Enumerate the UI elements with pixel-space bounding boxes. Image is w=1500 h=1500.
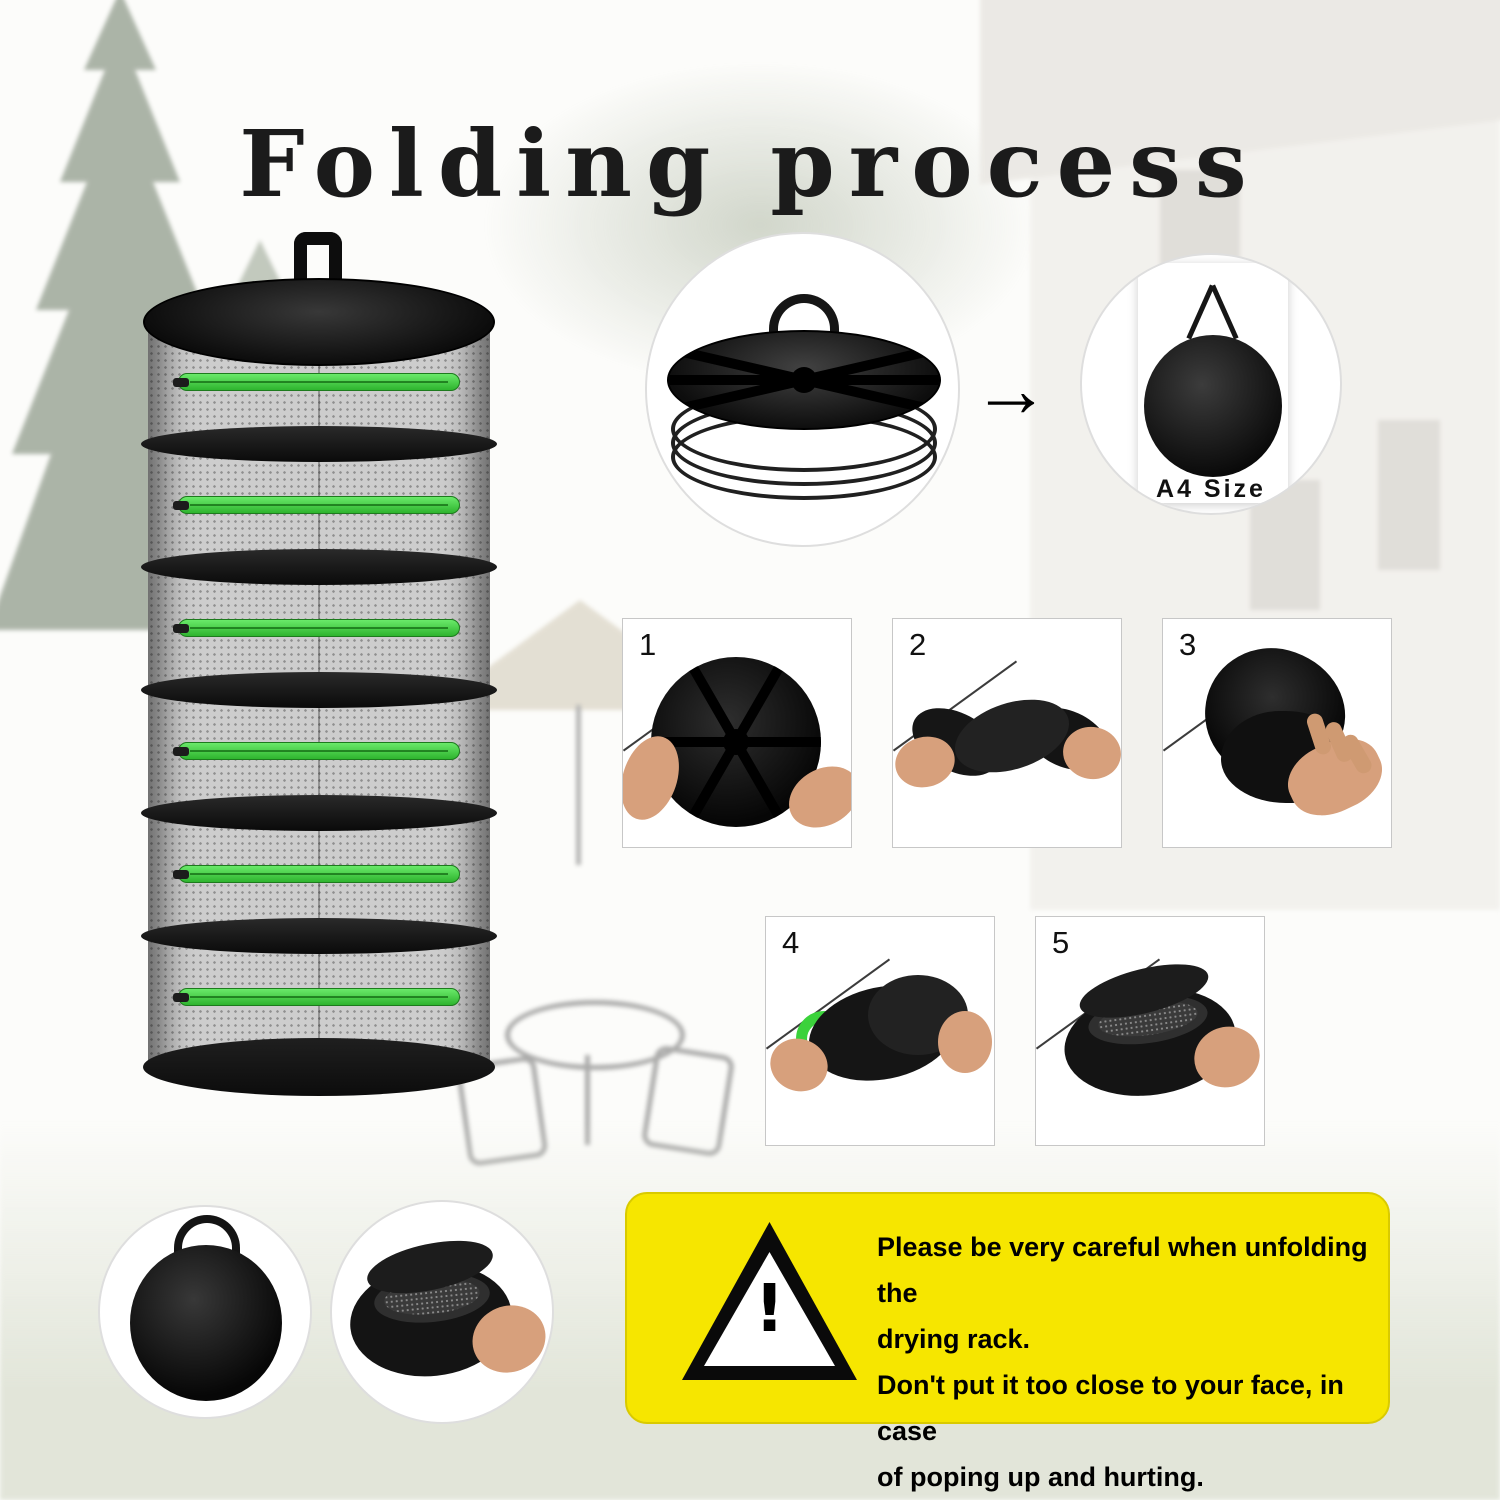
green-zipper — [173, 865, 460, 883]
arrow-right-icon: → — [972, 345, 1050, 433]
folding-step-2: 2 — [892, 618, 1122, 848]
green-zipper — [173, 742, 460, 760]
step-number: 4 — [782, 925, 800, 960]
green-zipper — [173, 619, 460, 637]
house-window-graphic — [1378, 420, 1440, 570]
zipper-teeth — [190, 504, 448, 506]
patio-table-leg-graphic — [585, 1055, 590, 1145]
folding-step-3: 3 — [1162, 618, 1392, 848]
zipper-pull — [173, 993, 189, 1002]
umbrella-pole-graphic — [576, 705, 581, 865]
folding-step-5: 5 — [1035, 916, 1265, 1146]
packing-bag-panel — [330, 1200, 556, 1424]
rack-rim-band — [141, 426, 497, 462]
rack-bottom-rim — [143, 1038, 495, 1096]
step-number: 5 — [1052, 925, 1070, 960]
storage-bag-graphic — [1144, 335, 1282, 477]
zipper-pull — [173, 501, 189, 510]
zipper-pull — [173, 378, 189, 387]
exclamation-mark: ! — [754, 1270, 785, 1347]
page-title: Folding process — [239, 109, 1261, 218]
step-number: 3 — [1179, 627, 1197, 662]
warning-line: Please be very careful when unfolding th… — [877, 1232, 1368, 1308]
zipper-pull — [173, 747, 189, 756]
green-zipper — [173, 988, 460, 1006]
disc-hub — [791, 367, 817, 393]
storage-bag-graphic — [130, 1245, 282, 1401]
step-number: 2 — [909, 627, 927, 662]
a4-size-label: A4 Size — [1156, 475, 1266, 503]
zipper-pull — [173, 624, 189, 633]
warning-line: Don't put it too close to your face, in … — [877, 1370, 1344, 1446]
disc-hub — [723, 729, 749, 755]
rack-rim-band — [141, 918, 497, 954]
bag-strap-graphic — [174, 1215, 240, 1255]
hand-graphic — [938, 1011, 992, 1073]
rack-rim-band — [141, 549, 497, 585]
a4-size-panel: A4 Size — [1080, 253, 1342, 515]
packed-bag-panel — [98, 1205, 312, 1419]
folded-flat-panel — [645, 232, 960, 547]
warning-panel: ! Please be very careful when unfolding … — [625, 1192, 1390, 1492]
hanging-strap-graphic — [294, 232, 342, 292]
warning-line: of poping up and hurting. — [877, 1462, 1204, 1492]
zipper-teeth — [190, 996, 448, 998]
drying-rack-graphic — [141, 232, 497, 1132]
rack-top-cover — [143, 278, 495, 366]
rack-rim-band — [141, 795, 497, 831]
green-zipper — [173, 496, 460, 514]
zipper-teeth — [190, 381, 448, 383]
carry-handle-graphic — [769, 294, 839, 338]
green-zipper — [173, 373, 460, 391]
folding-step-4: 4 — [765, 916, 995, 1146]
folding-step-1: 1 — [622, 618, 852, 848]
rack-rim-band — [141, 672, 497, 708]
warning-text: Please be very careful when unfolding th… — [877, 1224, 1387, 1500]
zipper-teeth — [190, 627, 448, 629]
warning-line: drying rack. — [877, 1324, 1031, 1354]
warning-triangle-icon: ! — [682, 1222, 857, 1380]
zipper-pull — [173, 870, 189, 879]
folded-disc-graphic — [667, 330, 941, 430]
zipper-teeth — [190, 750, 448, 752]
patio-table-graphic — [505, 1000, 685, 1070]
step-number: 1 — [639, 627, 657, 662]
zipper-teeth — [190, 873, 448, 875]
